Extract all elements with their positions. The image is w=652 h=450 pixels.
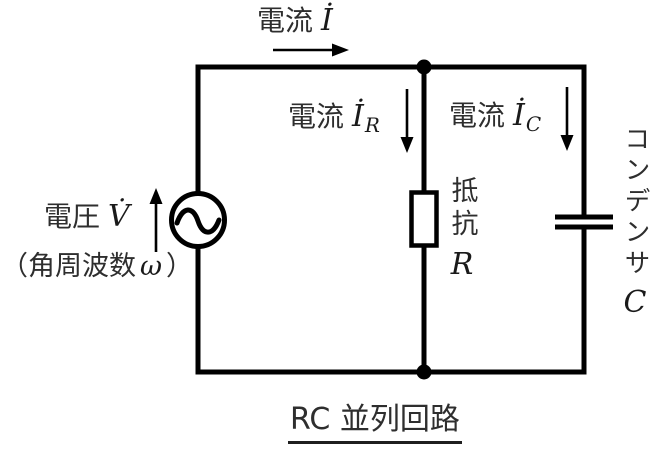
current-total-symbol: İ [321, 3, 333, 38]
angular-frequency-suffix: ） [166, 251, 194, 282]
current-capacitor-subscript: C [525, 112, 542, 136]
current-resistor-symbol: İR [352, 100, 380, 136]
capacitor-kanji: コンデンサ [620, 125, 650, 280]
voltage-arrowhead [149, 188, 163, 204]
junction-dot-bottom [416, 364, 432, 380]
current-capacitor-symbol-letter: İ [513, 98, 525, 133]
resistor-kanji: 抵抗 [446, 176, 478, 242]
capacitor-symbol: C [623, 285, 647, 320]
resistor-symbol [409, 190, 439, 248]
angular-frequency-label: （角周波数 ω ） [1, 252, 193, 282]
resistor-label: 抵抗 R [445, 176, 479, 282]
current-capacitor-symbol: İC [513, 99, 541, 135]
angular-frequency-prefix: （角周波数 [1, 251, 136, 282]
voltage-symbol: V̇ [108, 199, 130, 234]
current-resistor-symbol-letter: İ [352, 99, 364, 134]
current-resistor-label: 電流 İR [288, 100, 380, 136]
resistor-symbol: R [450, 247, 474, 282]
junction-dot-top [416, 59, 432, 75]
current-resistor-subscript: R [364, 113, 380, 137]
current-capacitor-arrowhead [560, 135, 574, 151]
current-capacitor-kanji: 電流 [449, 99, 506, 132]
capacitor-label: コンデンサ C [618, 125, 652, 320]
voltage-kanji: 電圧 [44, 200, 101, 233]
sine-wave-icon [174, 207, 222, 235]
voltage-label: 電圧 V̇ [44, 200, 130, 233]
figure-title: RC 並列回路 [288, 402, 462, 444]
current-resistor-kanji: 電流 [288, 100, 345, 133]
current-capacitor-label: 電流 İC [449, 99, 541, 135]
current-total-arrowhead [332, 43, 349, 57]
current-total-kanji: 電流 [257, 4, 314, 37]
current-total-label: 電流 İ [257, 4, 333, 37]
omega-symbol: ω [140, 251, 163, 282]
current-resistor-arrowhead [400, 137, 414, 153]
